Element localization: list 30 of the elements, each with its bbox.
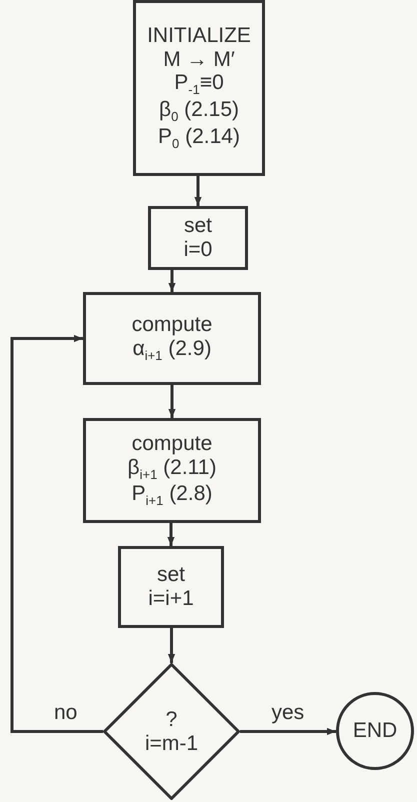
node-heading: set bbox=[184, 214, 212, 238]
node-text: i=0 bbox=[184, 238, 212, 262]
process-box bbox=[83, 418, 261, 523]
node-text: i=m-1 bbox=[144, 732, 198, 756]
arrow bbox=[167, 523, 175, 546]
process-box bbox=[83, 292, 261, 385]
arrow bbox=[194, 176, 202, 206]
node-heading: set bbox=[156, 563, 185, 587]
arrow bbox=[168, 270, 176, 292]
process-box bbox=[148, 206, 248, 270]
arrow bbox=[168, 385, 176, 418]
process-box bbox=[133, 0, 265, 176]
decision-diamond bbox=[103, 663, 240, 800]
arrow bbox=[10, 334, 103, 733]
node-heading: INITIALIZE bbox=[147, 24, 251, 48]
process-box bbox=[118, 546, 224, 628]
node-text: β$_{i+1}$ (2.11) bbox=[128, 456, 216, 482]
arrow bbox=[240, 728, 336, 736]
node-text: β$_{0}$ (2.15) bbox=[158, 98, 240, 125]
node-text: P$_{0}$ (2.14) bbox=[158, 124, 240, 152]
node-text: i=i+1 bbox=[148, 587, 194, 611]
node-text: M → M′ bbox=[163, 48, 235, 72]
node-text: P$_{i+1}$ (2.8) bbox=[132, 482, 212, 509]
node-heading: compute bbox=[132, 313, 212, 337]
node-heading: compute bbox=[132, 432, 212, 456]
node-text: α$_{i+1}$ (2.9) bbox=[132, 336, 212, 364]
node-text: END bbox=[352, 719, 398, 743]
arrow bbox=[168, 628, 176, 663]
node-text: P$_{-1}$≡0 bbox=[174, 71, 224, 98]
node-heading: ? bbox=[166, 708, 178, 732]
